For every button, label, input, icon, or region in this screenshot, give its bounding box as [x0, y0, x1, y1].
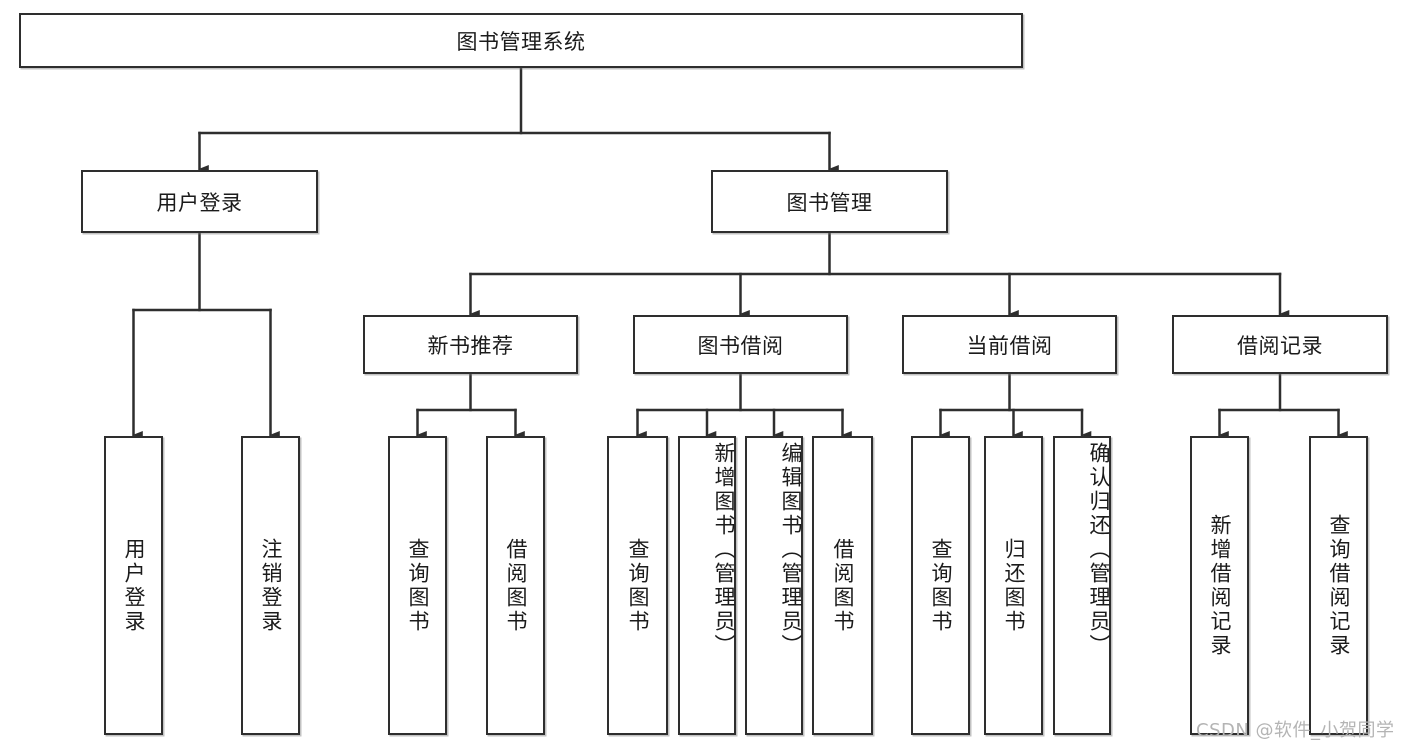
node-user-login[interactable]: 用户登录 [81, 170, 318, 233]
node-new-book-rec-label: 新书推荐 [427, 333, 514, 358]
node-book-borrow[interactable]: 图书借阅 [633, 315, 848, 374]
node-leaf-add-record-label: 新增借阅记录 [1208, 513, 1232, 658]
node-new-book-rec[interactable]: 新书推荐 [363, 315, 578, 374]
node-leaf-user-login[interactable]: 用户登录 [104, 436, 163, 735]
node-leaf-borrow-book-2-label: 借阅图书 [831, 537, 855, 634]
node-book-manage-label: 图书管理 [786, 190, 873, 215]
node-leaf-logout[interactable]: 注销登录 [241, 436, 300, 735]
node-user-login-label: 用户登录 [156, 190, 243, 215]
node-leaf-add-book-label: 新增图书（管理员） [712, 442, 736, 658]
node-leaf-query-book-3[interactable]: 查询图书 [911, 436, 970, 735]
node-leaf-return-book-label: 归还图书 [1002, 537, 1026, 634]
node-leaf-query-book-3-label: 查询图书 [929, 537, 953, 634]
node-leaf-query-book-2-label: 查询图书 [626, 537, 650, 634]
node-current-borrow[interactable]: 当前借阅 [902, 315, 1117, 374]
node-leaf-query-record-label: 查询借阅记录 [1327, 513, 1351, 658]
node-book-manage[interactable]: 图书管理 [711, 170, 948, 233]
node-leaf-add-book[interactable]: 新增图书（管理员） [678, 436, 736, 735]
node-leaf-query-book-1[interactable]: 查询图书 [388, 436, 447, 735]
node-leaf-return-book[interactable]: 归还图书 [984, 436, 1043, 735]
node-leaf-confirm-return[interactable]: 确认归还（管理员） [1053, 436, 1111, 735]
node-book-borrow-label: 图书借阅 [697, 333, 784, 358]
node-leaf-edit-book[interactable]: 编辑图书（管理员） [745, 436, 803, 735]
node-borrow-record[interactable]: 借阅记录 [1172, 315, 1388, 374]
node-root[interactable]: 图书管理系统 [19, 13, 1023, 68]
node-leaf-user-login-label: 用户登录 [122, 537, 146, 634]
node-leaf-add-record[interactable]: 新增借阅记录 [1190, 436, 1249, 735]
node-leaf-borrow-book-1-label: 借阅图书 [504, 537, 528, 634]
node-leaf-query-book-2[interactable]: 查询图书 [607, 436, 668, 735]
node-current-borrow-label: 当前借阅 [966, 333, 1053, 358]
node-root-label: 图书管理系统 [456, 29, 586, 54]
node-borrow-record-label: 借阅记录 [1237, 333, 1323, 358]
node-leaf-query-book-1-label: 查询图书 [406, 537, 430, 634]
node-leaf-borrow-book-2[interactable]: 借阅图书 [812, 436, 873, 735]
node-leaf-logout-label: 注销登录 [259, 537, 283, 634]
node-leaf-borrow-book-1[interactable]: 借阅图书 [486, 436, 545, 735]
node-leaf-confirm-return-label: 确认归还（管理员） [1087, 442, 1111, 658]
watermark-text: CSDN @软件_小贺同学 [1196, 720, 1395, 741]
node-leaf-query-record[interactable]: 查询借阅记录 [1309, 436, 1368, 735]
node-leaf-edit-book-label: 编辑图书（管理员） [779, 442, 803, 658]
